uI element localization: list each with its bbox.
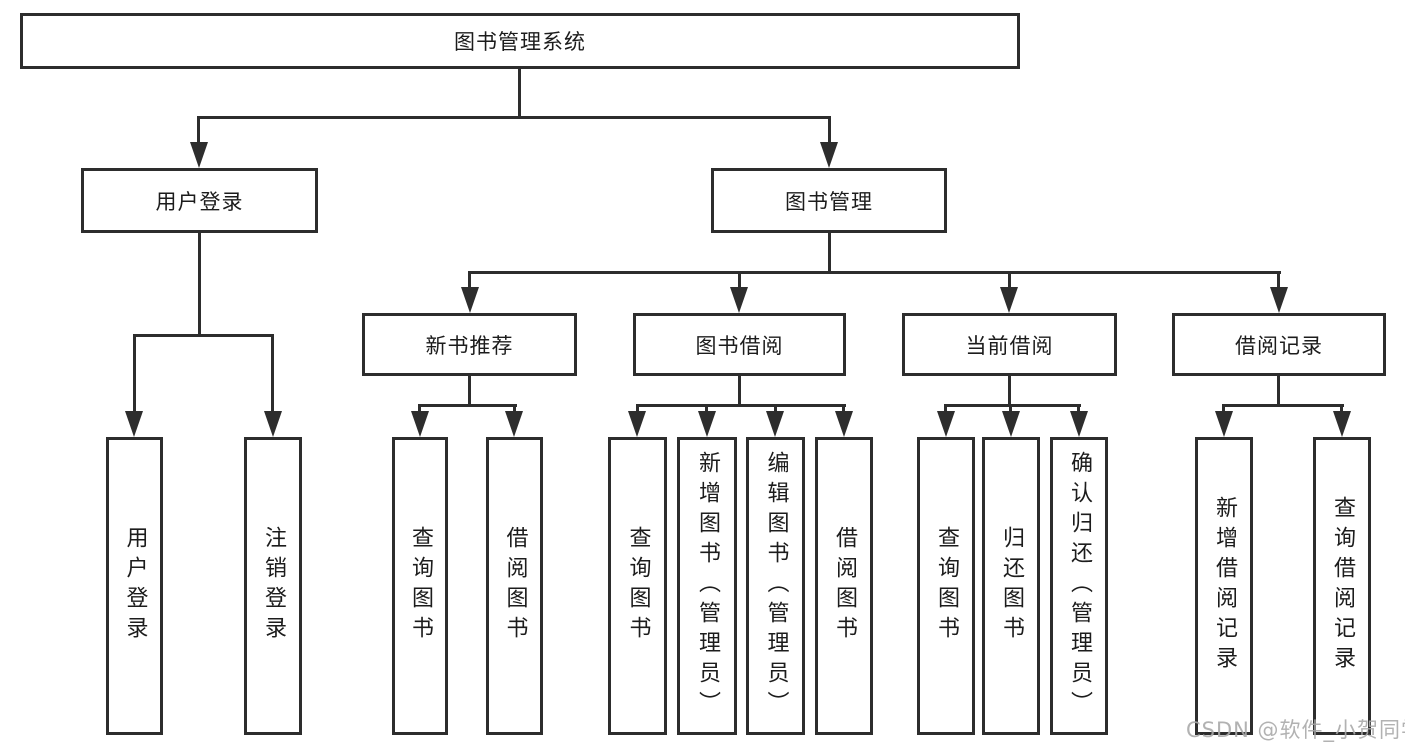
connector-vline (944, 404, 947, 413)
connector-vline (513, 404, 516, 413)
connector-vline (1008, 376, 1011, 407)
leaf-return-books: 归还图书 (982, 437, 1040, 735)
connector-vline (774, 404, 777, 413)
arrowhead-down-icon (411, 411, 429, 437)
arrowhead-down-icon (730, 287, 748, 313)
connector-vline (828, 233, 831, 274)
connector-hline (418, 404, 517, 407)
connector-vline (636, 404, 639, 413)
leaf-query-books-borrow: 查询图书 (608, 437, 667, 735)
node-book-management: 图书管理 (711, 168, 947, 233)
leaf-query-books-current: 查询图书 (917, 437, 975, 735)
connector-hline (133, 334, 274, 337)
connector-vline (518, 69, 521, 119)
leaf-borrow-books-borrow: 借阅图书 (815, 437, 873, 735)
node-book-borrow: 图书借阅 (633, 313, 846, 376)
connector-vline (828, 116, 831, 144)
connector-vline (418, 404, 421, 413)
arrowhead-down-icon (1070, 411, 1088, 437)
connector-vline (738, 376, 741, 407)
arrowhead-down-icon (190, 142, 208, 168)
connector-vline (1077, 404, 1080, 413)
node-current-borrow: 当前借阅 (902, 313, 1117, 376)
arrowhead-down-icon (698, 411, 716, 437)
connector-vline (738, 271, 741, 289)
arrowhead-down-icon (937, 411, 955, 437)
connector-hline (636, 404, 846, 407)
arrowhead-down-icon (505, 411, 523, 437)
leaf-confirm-return-admin: 确认归还（管理员） (1050, 437, 1108, 735)
arrowhead-down-icon (835, 411, 853, 437)
arrowhead-down-icon (461, 287, 479, 313)
connector-vline (468, 376, 471, 407)
leaf-borrow-books-newrec: 借阅图书 (486, 437, 543, 735)
connector-vline (271, 334, 274, 413)
leaf-logout: 注销登录 (244, 437, 302, 735)
leaf-query-borrow-record: 查询借阅记录 (1313, 437, 1371, 735)
node-user-login-module: 用户登录 (81, 168, 318, 233)
leaf-add-borrow-record: 新增借阅记录 (1195, 437, 1253, 735)
leaf-query-books-newrec: 查询图书 (392, 437, 448, 735)
arrowhead-down-icon (766, 411, 784, 437)
connector-vline (1277, 271, 1280, 289)
node-new-book-recommend: 新书推荐 (362, 313, 577, 376)
connector-vline (198, 233, 201, 336)
leaf-add-book-admin: 新增图书（管理员） (677, 437, 737, 735)
arrowhead-down-icon (1270, 287, 1288, 313)
node-borrow-records: 借阅记录 (1172, 313, 1386, 376)
connector-vline (1009, 404, 1012, 413)
leaf-user-login: 用户登录 (106, 437, 163, 735)
connector-vline (468, 271, 471, 289)
arrowhead-down-icon (125, 411, 143, 437)
connector-vline (842, 404, 845, 413)
arrowhead-down-icon (628, 411, 646, 437)
leaf-edit-book-admin: 编辑图书（管理员） (746, 437, 805, 735)
connector-hline (1222, 404, 1344, 407)
connector-vline (133, 334, 136, 413)
connector-vline (1008, 271, 1011, 289)
node-library-management-system: 图书管理系统 (20, 13, 1020, 69)
arrowhead-down-icon (1000, 287, 1018, 313)
arrowhead-down-icon (820, 142, 838, 168)
arrowhead-down-icon (264, 411, 282, 437)
connector-hline (197, 116, 831, 119)
connector-vline (197, 116, 200, 144)
csdn-watermark: CSDN @软件_小贺同学 (1186, 718, 1405, 742)
connector-vline (705, 404, 708, 413)
arrowhead-down-icon (1002, 411, 1020, 437)
connector-vline (1340, 404, 1343, 413)
connector-hline (944, 404, 1081, 407)
connector-vline (1222, 404, 1225, 413)
arrowhead-down-icon (1333, 411, 1351, 437)
arrowhead-down-icon (1215, 411, 1233, 437)
connector-hline (468, 271, 1281, 274)
connector-vline (1277, 376, 1280, 407)
